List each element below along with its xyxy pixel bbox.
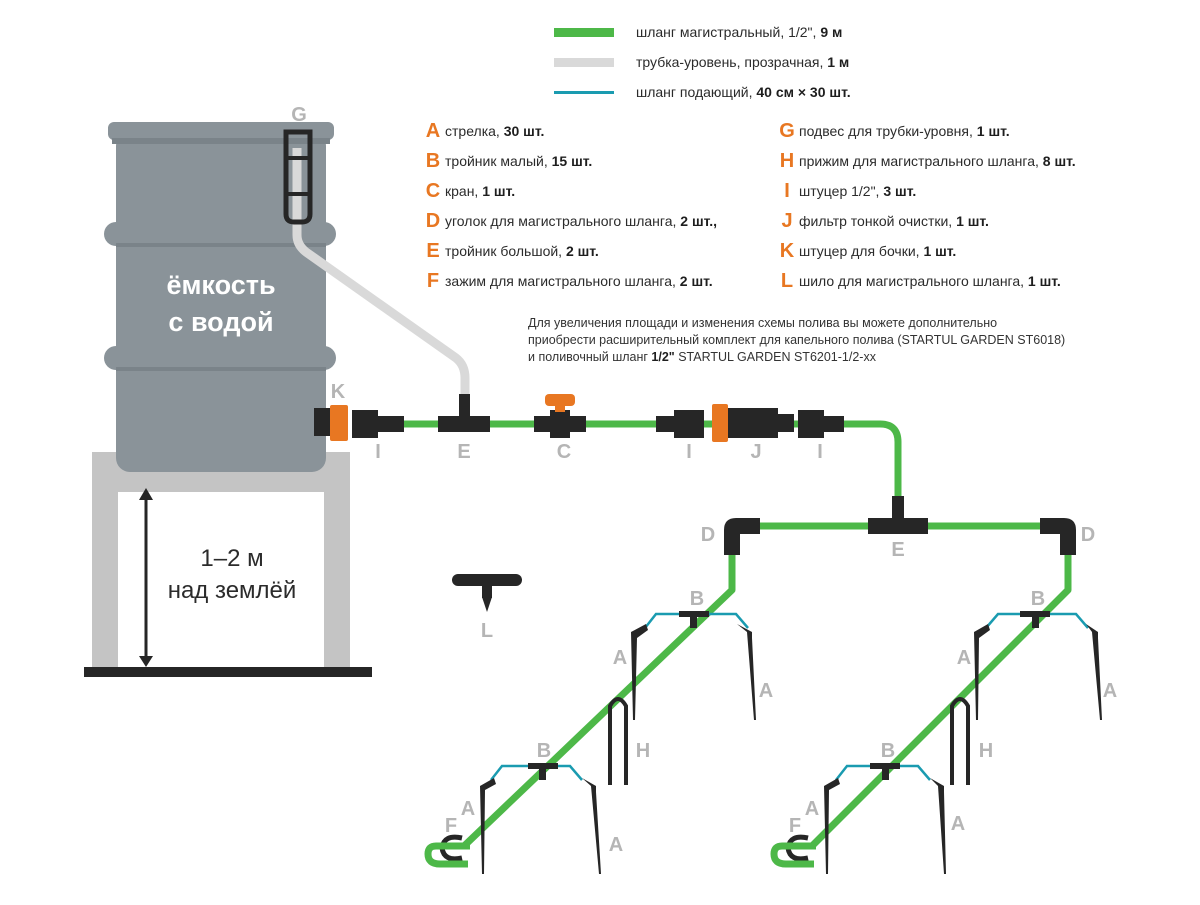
label-F-1: F (445, 815, 457, 837)
label-C: C (557, 441, 571, 463)
large-tee-E-1 (438, 394, 490, 432)
label-A-4: A (609, 834, 623, 856)
legend-text: шланг подающий, 40 см × 30 шт. (636, 84, 851, 100)
barrel-fitting-K (314, 405, 348, 441)
nipple-fitting-I-1 (352, 410, 404, 438)
height-label-line2: над землёй (168, 577, 297, 604)
main-hose-swatch (554, 27, 614, 37)
legend-item-main-hose: шланг магистральный, 1/2", 9 м (554, 22, 842, 42)
drip-branch-right (770, 555, 1102, 874)
height-arrow (139, 488, 153, 667)
legend-item-level-tube: трубка-уровень, прозрачная, 1 м (554, 52, 849, 72)
label-E-1: E (457, 441, 470, 463)
nipple-fitting-I-2 (656, 410, 704, 438)
level-tube-swatch (554, 57, 614, 67)
label-B-2: B (537, 740, 551, 762)
label-B-4: B (881, 740, 895, 762)
label-L: L (481, 620, 493, 642)
label-A-8: A (951, 813, 965, 835)
label-A-7: A (805, 798, 819, 820)
main-hose-down (840, 420, 902, 525)
drip-branch-left (424, 555, 756, 874)
legend-text: шланг магистральный, 1/2", 9 м (636, 24, 843, 40)
label-I-3: I (817, 441, 823, 463)
label-G: G (291, 104, 307, 126)
label-B-1: B (690, 588, 704, 610)
label-D-right: D (1081, 524, 1095, 546)
expansion-note: Для увеличения площади и изменения схемы… (528, 316, 1066, 364)
label-A-1: A (613, 647, 627, 669)
height-label-line1: 1–2 м (200, 545, 263, 572)
label-H-1: H (636, 740, 650, 762)
label-I-1: I (375, 441, 381, 463)
label-B-3: B (1031, 588, 1045, 610)
label-A-6: A (1103, 680, 1117, 702)
label-D-left: D (701, 524, 715, 546)
elbow-D-right (1040, 518, 1076, 555)
label-I-2: I (686, 441, 692, 463)
valve-C (534, 394, 586, 438)
label-A-5: A (957, 647, 971, 669)
level-tube-hanger-G (283, 129, 313, 225)
label-H-2: H (979, 740, 993, 762)
level-tube (292, 148, 470, 396)
label-K: K (331, 381, 346, 403)
tank-label-line1: ёмкость (166, 270, 275, 300)
large-tee-E-2 (868, 496, 928, 534)
label-E-2: E (891, 539, 904, 561)
legend-text: трубка-уровень, прозрачная, 1 м (636, 54, 850, 70)
label-A-2: A (759, 680, 773, 702)
label-A-3: A (461, 798, 475, 820)
label-F-2: F (789, 815, 801, 837)
elbow-D-left (724, 518, 760, 555)
awl-L (452, 574, 522, 612)
filter-J (712, 404, 794, 442)
legend-item-feed-hose: шланг подающий, 40 см × 30 шт. (554, 82, 851, 102)
nipple-fitting-I-3 (798, 410, 844, 438)
ground-line (84, 667, 372, 677)
feed-hose-swatch (554, 90, 614, 94)
tank-label-line2: с водой (168, 307, 273, 337)
label-J: J (750, 441, 761, 463)
water-tank (104, 122, 336, 472)
